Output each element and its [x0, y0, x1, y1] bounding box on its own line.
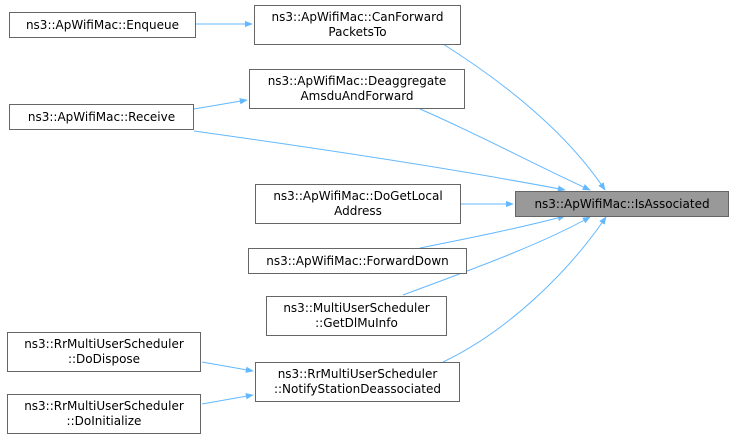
edge-notify-to-isassociated: [442, 216, 607, 363]
node-receive[interactable]: ns3::ApWifiMac::Receive: [9, 104, 194, 130]
node-do-get-local-address[interactable]: ns3::ApWifiMac::DoGetLocal Address: [255, 184, 461, 224]
edge-forwarddown-to-isassociated: [419, 214, 566, 249]
node-forward-down-label: ns3::ApWifiMac::ForwardDown: [266, 253, 449, 268]
node-receive-label: ns3::ApWifiMac::Receive: [27, 109, 176, 124]
node-rr-dispose-line-1: ns3::RrMultiUserScheduler: [24, 337, 184, 351]
node-rr-dispose-line-2: ::DoDispose: [67, 352, 141, 366]
node-deaggregate-line-2: AmsduAndForward: [300, 89, 414, 103]
edge-dispose-to-notify: [201, 361, 254, 373]
node-get-dl-mu-info[interactable]: ns3::MultiUserScheduler ::GetDlMuInfo: [266, 296, 447, 336]
node-enqueue-label: ns3::ApWifiMac::Enqueue: [25, 17, 180, 32]
node-do-get-local-line-2: Address: [334, 204, 382, 218]
edge-receive-to-isassociated: [193, 130, 566, 192]
node-get-dl-mu-line-1: ns3::MultiUserScheduler: [283, 301, 430, 315]
node-can-forward-line-1: ns3::ApWifiMac::CanForward: [271, 10, 444, 24]
node-do-get-local-line-1: ns3::ApWifiMac::DoGetLocal: [273, 189, 443, 203]
node-rr-initialize-line-2: ::DoInitialize: [66, 414, 142, 428]
node-get-dl-mu-line-2: ::GetDlMuInfo: [315, 316, 398, 330]
node-rr-initialize-line-1: ns3::RrMultiUserScheduler: [24, 399, 184, 413]
edge-getdlmu-to-isassociated: [402, 216, 591, 296]
edge-initialize-to-notify: [201, 393, 254, 405]
edge-receive-to-deaggregate: [193, 98, 248, 110]
node-is-associated: ns3::ApWifiMac::IsAssociated: [515, 191, 729, 217]
node-can-forward-line-2: PacketsTo: [328, 25, 387, 39]
node-deaggregate-line-1: ns3::ApWifiMac::Deaggregate: [267, 74, 447, 88]
node-rr-do-initialize[interactable]: ns3::RrMultiUserScheduler ::DoInitialize: [7, 394, 201, 434]
node-deaggregate-amsdu-and-forward[interactable]: ns3::ApWifiMac::Deaggregate AmsduAndForw…: [249, 69, 465, 109]
node-rr-notify-line-2: ::NotifyStationDeassociated: [273, 382, 442, 396]
node-enqueue[interactable]: ns3::ApWifiMac::Enqueue: [9, 12, 196, 38]
node-rr-do-dispose[interactable]: ns3::RrMultiUserScheduler ::DoDispose: [7, 332, 201, 372]
node-is-associated-label: ns3::ApWifiMac::IsAssociated: [534, 196, 710, 211]
edge-canforward-to-isassociated: [442, 43, 606, 191]
node-rr-notify-line-1: ns3::RrMultiUserScheduler: [277, 367, 438, 381]
node-can-forward-packets-to[interactable]: ns3::ApWifiMac::CanForward PacketsTo: [254, 5, 461, 45]
node-forward-down[interactable]: ns3::ApWifiMac::ForwardDown: [248, 248, 467, 274]
node-rr-notify-station-deassociated[interactable]: ns3::RrMultiUserScheduler ::NotifyStatio…: [255, 362, 460, 402]
edge-deaggregate-to-isassociated: [419, 108, 591, 191]
